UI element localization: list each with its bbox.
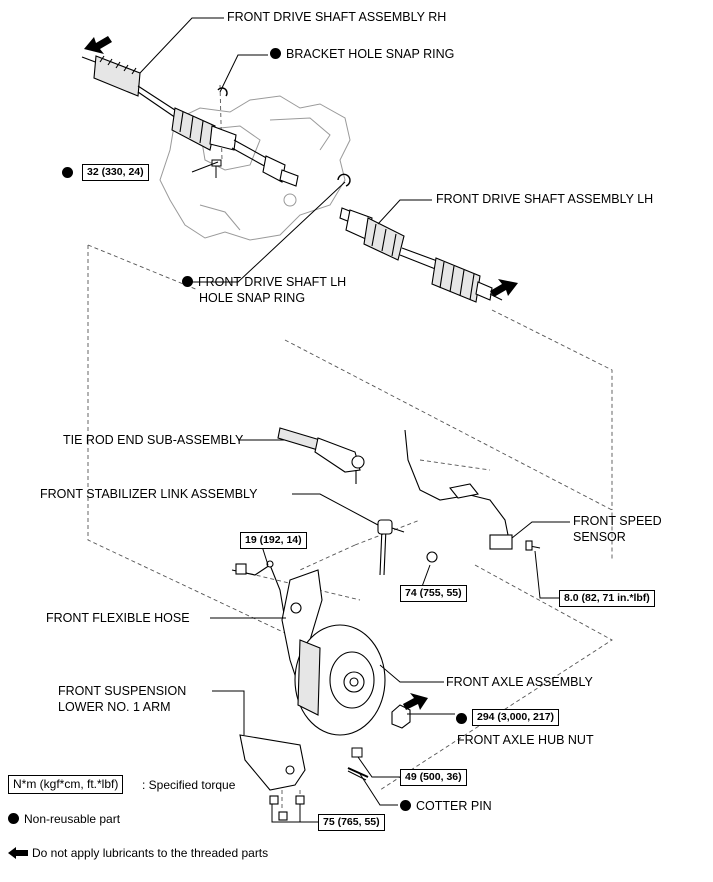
legend-torque-box: N*m (kgf*cm, ft.*lbf) bbox=[8, 775, 124, 794]
torque-294-group bbox=[456, 712, 472, 727]
legend-non-reusable-text: Non-reusable part bbox=[24, 812, 121, 826]
cotter-pin-text: COTTER PIN bbox=[416, 799, 492, 813]
speed-sensor bbox=[404, 429, 541, 551]
label-bracket-hole-snap-ring: BRACKET HOLE SNAP RING bbox=[270, 47, 454, 62]
label-lower-arm-line1: FRONT SUSPENSION bbox=[58, 684, 187, 698]
bracket-hole-snap-ring bbox=[217, 87, 228, 97]
label-speed-sensor-line2: SENSOR bbox=[573, 530, 626, 544]
no-lubricant-arrow-lh bbox=[490, 279, 518, 297]
drive-shaft-lh bbox=[339, 207, 503, 303]
label-flexible-hose: FRONT FLEXIBLE HOSE bbox=[46, 611, 190, 625]
leader-lines bbox=[139, 17, 570, 823]
castle-nut bbox=[351, 747, 363, 758]
non-reusable-dot-icon bbox=[270, 48, 281, 59]
label-axle-hub-nut: FRONT AXLE HUB NUT bbox=[457, 733, 594, 747]
no-lubricant-arrow-hub bbox=[403, 693, 428, 710]
tie-rod-end bbox=[277, 427, 365, 484]
torque-74-box: 74 (755, 55) bbox=[400, 585, 467, 602]
torque-32-box: 32 (330, 24) bbox=[82, 164, 149, 181]
torque-49-box: 49 (500, 36) bbox=[400, 769, 467, 786]
left-arrow-icon bbox=[8, 847, 28, 859]
axle-hub-nut bbox=[391, 704, 411, 729]
label-axle-assembly: FRONT AXLE ASSEMBLY bbox=[446, 675, 593, 689]
non-reusable-dot-icon bbox=[182, 276, 193, 287]
label-stabilizer-link: FRONT STABILIZER LINK ASSEMBLY bbox=[40, 487, 258, 501]
legend-torque-text: : Specified torque bbox=[142, 778, 236, 792]
non-reusable-dot-icon bbox=[62, 167, 73, 178]
lh-hole-snap-ring bbox=[337, 173, 351, 187]
legend-no-lubricant: Do not apply lubricants to the threaded … bbox=[8, 846, 268, 861]
label-lh-hole-snap-ring-line2: HOLE SNAP RING bbox=[199, 291, 306, 305]
torque-8-box: 8.0 (82, 71 in.*lbf) bbox=[559, 590, 655, 607]
torque-19-box: 19 (192, 14) bbox=[240, 532, 307, 549]
legend-no-lubricant-text: Do not apply lubricants to the threaded … bbox=[32, 846, 269, 860]
stabilizer-link bbox=[377, 519, 438, 576]
torque-294-box: 294 (3,000, 217) bbox=[472, 709, 560, 726]
legend-non-reusable: Non-reusable part bbox=[8, 812, 120, 827]
label-cotter-pin: COTTER PIN bbox=[400, 799, 492, 814]
non-reusable-dot-icon bbox=[400, 800, 411, 811]
label-lh-hole-snap-ring: FRONT DRIVE SHAFT LH bbox=[182, 275, 346, 290]
no-lubricant-arrow-rh bbox=[84, 36, 112, 54]
label-front-drive-shaft-lh: FRONT DRIVE SHAFT ASSEMBLY LH bbox=[436, 192, 654, 206]
non-reusable-dot-icon bbox=[456, 713, 467, 724]
label-tie-rod-end: TIE ROD END SUB-ASSEMBLY bbox=[63, 433, 244, 447]
torque-32-group bbox=[62, 166, 78, 181]
torque-75-box: 75 (765, 55) bbox=[318, 814, 385, 831]
label-lower-arm-line2: LOWER NO. 1 ARM bbox=[58, 700, 171, 714]
bracket-hole-snap-ring-text: BRACKET HOLE SNAP RING bbox=[286, 47, 455, 61]
cotter-pin bbox=[347, 767, 369, 778]
label-front-drive-shaft-rh: FRONT DRIVE SHAFT ASSEMBLY RH bbox=[227, 10, 447, 24]
non-reusable-dot-icon bbox=[8, 813, 19, 824]
transaxle-outline bbox=[159, 95, 351, 241]
front-axle-assembly bbox=[281, 569, 386, 736]
drive-shaft-rh bbox=[81, 40, 299, 187]
lower-arm bbox=[239, 734, 306, 821]
label-speed-sensor-line1: FRONT SPEED bbox=[573, 514, 662, 528]
lh-snap-ring-line1: FRONT DRIVE SHAFT LH bbox=[198, 275, 347, 289]
